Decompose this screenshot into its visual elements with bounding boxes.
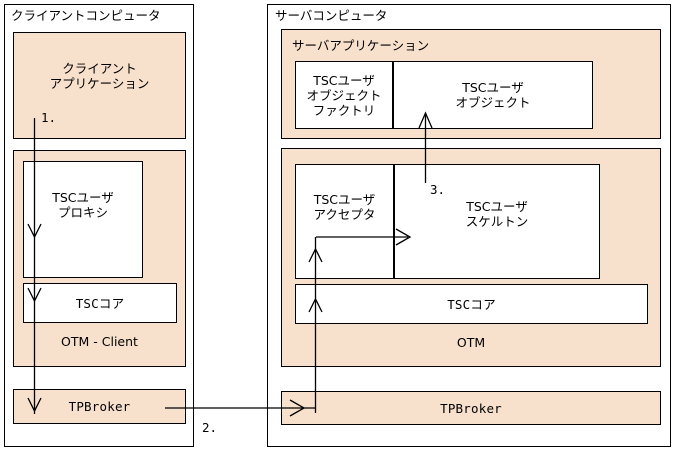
server-tpbroker-label: TPBroker xyxy=(440,400,502,416)
server-otm-label: OTM xyxy=(456,334,486,350)
server-computer-panel xyxy=(267,4,671,447)
step-2-label: 2. xyxy=(202,420,218,435)
server-tsc-user-object-factory-label: TSCユーザ オブジェクト ファクトリ xyxy=(306,72,382,118)
server-tpbroker-box xyxy=(281,391,661,425)
server-tsc-core-box xyxy=(295,284,648,324)
server-application-label: サーバアプリケーション xyxy=(292,38,430,53)
client-tsc-user-proxy-label: TSCユーザ プロキシ xyxy=(52,190,114,220)
client-tsc-core-label: TSCコア xyxy=(75,295,125,311)
client-computer-panel xyxy=(4,4,194,447)
client-application-box xyxy=(13,32,186,139)
server-computer-label: サーバコンピュータ xyxy=(275,8,388,23)
client-tpbroker-label: TPBroker xyxy=(68,399,131,414)
server-tsc-user-acceptor-label: TSCユーザ アクセプタ xyxy=(313,192,376,222)
client-tsc-core-box xyxy=(23,283,177,323)
server-tsc-user-skeleton-label: TSCユーザ スケルトン xyxy=(465,199,529,229)
server-tsc-user-skeleton-box xyxy=(394,164,600,279)
server-tsc-user-object-label: TSCユーザ オブジェクト xyxy=(455,80,531,110)
step-3-label: 3. xyxy=(430,182,446,197)
client-tpbroker-box xyxy=(13,389,186,424)
client-tsc-user-proxy-box xyxy=(23,161,143,278)
step-1-label: 1. xyxy=(41,110,57,125)
server-tsc-user-object-factory-box xyxy=(295,61,393,129)
client-computer-label: クライアントコンピュータ xyxy=(11,8,161,23)
client-application-label: クライアント アプリケーション xyxy=(49,61,150,91)
client-otm-label: OTM - Client xyxy=(61,333,138,349)
server-tsc-core-label: TSCコア xyxy=(447,296,496,312)
